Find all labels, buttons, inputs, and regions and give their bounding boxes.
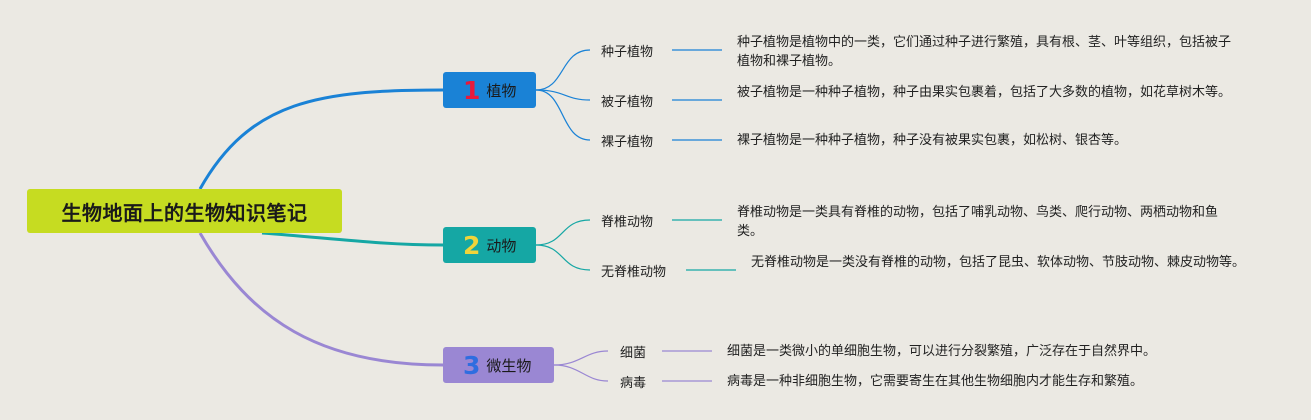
root-topic[interactable]: 生物地面上的生物知识笔记 (27, 189, 342, 233)
branch-label: 微生物 (486, 356, 532, 375)
branch-number: 2 (463, 230, 481, 260)
branch-number: 1 (463, 75, 481, 105)
description-viruses: 病毒是一种非细胞生物，它需要寄生在其他生物细胞内才能生存和繁殖。 (727, 374, 1144, 389)
connector-plants-angiosperm (535, 89, 591, 101)
subtopic-seed-plants[interactable]: 种子植物 (601, 45, 654, 60)
subtopic-gymnosperms[interactable]: 裸子植物 (601, 135, 654, 150)
connector-microbes-bacteria (553, 350, 609, 366)
subtopic-vertebrates[interactable]: 脊椎动物 (601, 215, 654, 230)
connector-root-animals (261, 231, 444, 247)
description-gymnosperms: 裸子植物是一种种子植物，种子没有被果实包裹，如松树、银杏等。 (737, 133, 1128, 148)
description-bacteria: 细菌是一类微小的单细胞生物，可以进行分裂繁殖，广泛存在于自然界中。 (727, 344, 1157, 359)
connector-animals-vertebrate (535, 219, 591, 246)
connector-root-microbes (198, 232, 444, 367)
branch-microbes[interactable]: 3 微生物 (443, 347, 554, 383)
branch-number: 3 (463, 350, 481, 380)
branch-label: 动物 (486, 236, 517, 255)
branch-plants[interactable]: 1 植物 (443, 72, 536, 108)
branch-animals[interactable]: 2 动物 (443, 227, 536, 263)
description-angiosperms: 被子植物是一种种子植物，种子由果实包裹着，包括了大多数的植物，如花草树木等。 (737, 85, 1232, 100)
connector-root-plants (198, 88, 444, 190)
connector-animals-invertebrate (535, 244, 591, 271)
description-seed-plants: 种子植物是植物中的一类，它们通过种子进行繁殖，具有根、茎、叶等组织，包括被子植物… (737, 35, 1232, 69)
description-invertebrates: 无脊椎动物是一类没有脊椎的动物，包括了昆虫、软体动物、节肢动物、棘皮动物等。 (751, 255, 1246, 270)
branch-label: 植物 (486, 81, 517, 100)
connector-microbes-virus (553, 364, 609, 382)
subtopic-angiosperms[interactable]: 被子植物 (601, 95, 654, 110)
subtopic-viruses[interactable]: 病毒 (620, 376, 647, 391)
subtopic-bacteria[interactable]: 细菌 (620, 346, 647, 361)
root-title: 生物地面上的生物知识笔记 (61, 200, 308, 225)
description-vertebrates: 脊椎动物是一类具有脊椎的动物，包括了哺乳动物、鸟类、爬行动物、两栖动物和鱼类。 (737, 205, 1219, 239)
subtopic-invertebrates[interactable]: 无脊椎动物 (601, 265, 667, 280)
connector-plants-gymnosperm (535, 89, 591, 141)
connector-plants-seed (535, 49, 591, 91)
